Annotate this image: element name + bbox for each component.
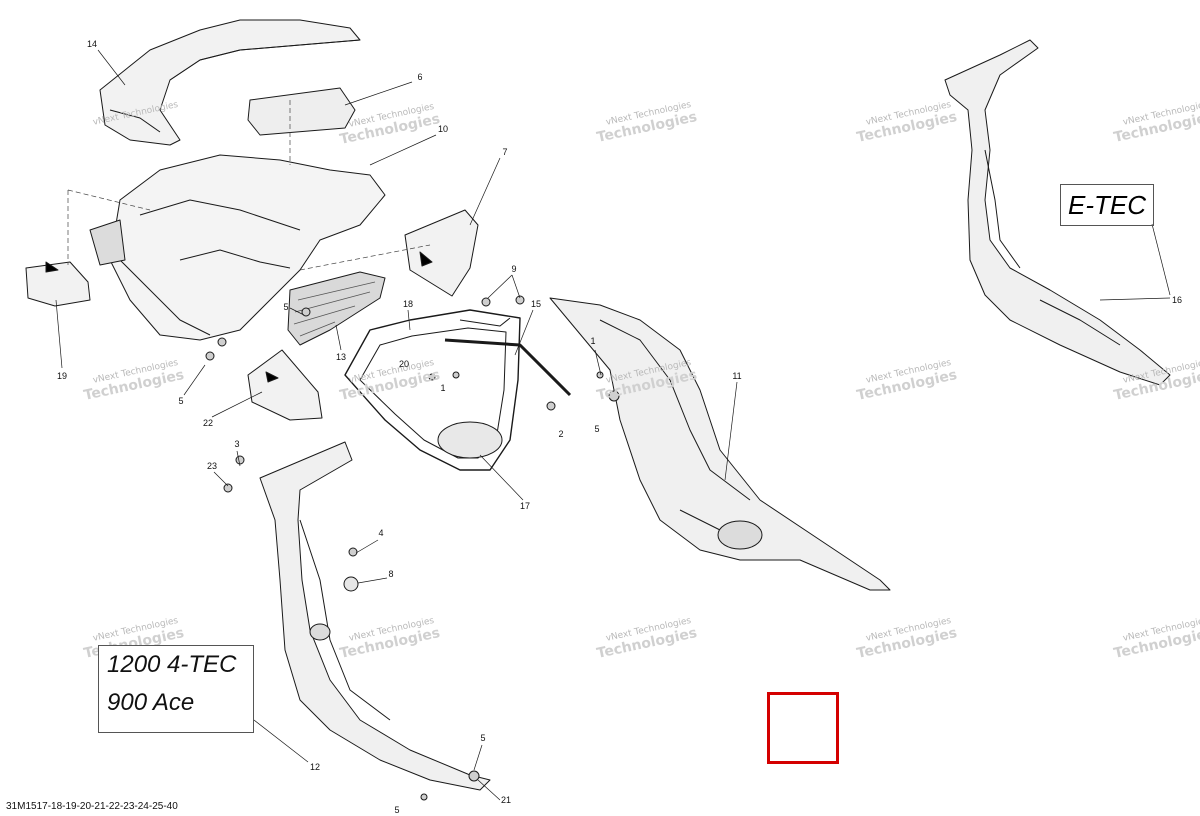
callout-8: 8 [388, 569, 394, 579]
callout-14: 14 [86, 39, 98, 49]
leader-lines [55, 49, 1171, 801]
diagram-part-code: 31M1517-18-19-20-21-22-23-24-25-40 [6, 801, 178, 812]
part-12-side-liner [259, 441, 491, 791]
callout-7: 7 [502, 147, 508, 157]
callout-5-left: 5 [178, 396, 184, 406]
part-6-pad [247, 87, 356, 136]
callout-10: 10 [437, 124, 449, 134]
callout-3: 3 [234, 439, 240, 449]
part-13-grille [287, 271, 386, 346]
callout-9: 9 [511, 264, 517, 274]
callout-5-base: 5 [394, 805, 400, 815]
part-14-upper-cover [99, 19, 361, 146]
callout-11: 11 [732, 371, 742, 381]
callout-17: 17 [519, 501, 531, 511]
callout-22: 22 [202, 418, 214, 428]
callout-5-grille: 5 [283, 302, 289, 312]
part-22-panel [247, 349, 323, 421]
part-7-panel [404, 209, 479, 297]
callout-4: 4 [378, 528, 384, 538]
part-18-frame [344, 309, 572, 471]
part-19-side-panel [25, 261, 91, 307]
callout-16: 16 [1171, 295, 1183, 305]
callout-5-bottom: 5 [480, 733, 486, 743]
model-900-ace: 900 Ace [107, 689, 195, 716]
callout-1-frame: 1 [440, 383, 446, 393]
hardware-fasteners [205, 295, 620, 801]
callout-13: 13 [335, 352, 347, 362]
part-11-side-liner [549, 297, 891, 591]
part-16-side-liner [944, 39, 1171, 386]
callout-6: 6 [417, 72, 423, 82]
callout-1-liner: 1 [590, 336, 596, 346]
callout-19: 19 [56, 371, 68, 381]
callout-15: 15 [530, 299, 542, 309]
etec-label-box: E-TEC [1060, 184, 1154, 226]
model-1200-4tec: 1200 4-TEC [107, 651, 237, 678]
callout-12: 12 [309, 762, 321, 772]
model-label-box: 1200 4-TEC 900 Ace [98, 645, 254, 733]
highlight-box [767, 692, 839, 764]
callout-20: 20 [398, 359, 410, 369]
callout-5-liner: 5 [594, 424, 600, 434]
callout-21: 21 [500, 795, 512, 805]
callout-18: 18 [402, 299, 414, 309]
part-10-console [89, 154, 386, 341]
callout-2: 2 [558, 429, 564, 439]
dashed-assembly-lines [67, 100, 431, 271]
callout-23: 23 [206, 461, 218, 471]
